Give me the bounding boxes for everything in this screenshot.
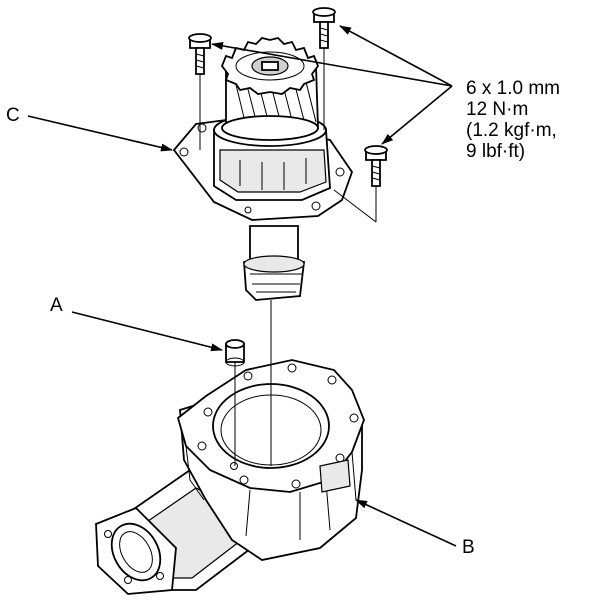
lower-housing [95, 359, 365, 595]
flange-bolt-left [188, 33, 212, 75]
callout-a: A [50, 295, 63, 316]
leader-c [27, 115, 173, 152]
spec-torque-nm: 12 N·m [466, 99, 529, 120]
alignment-lines [199, 48, 377, 466]
flange-bolt-top-right [312, 7, 336, 49]
torque-spec: 6 x 1.0 mm 12 N·m (1.2 kgf·m, 9 lbf·ft) [466, 78, 560, 162]
leader-b [355, 499, 457, 547]
spec-torque-lbfft: 9 lbf·ft) [466, 141, 526, 162]
spec-arrows [211, 25, 453, 145]
spec-bolt-size: 6 x 1.0 mm [466, 78, 560, 99]
leader-a [71, 311, 223, 352]
dowel-pin [225, 339, 245, 367]
spec-torque-kgfm: (1.2 kgf·m, [466, 120, 557, 141]
gear-assembly [172, 37, 354, 301]
callout-b: B [462, 537, 475, 558]
callout-c: C [6, 105, 20, 126]
flange-bolt-right [364, 145, 388, 187]
